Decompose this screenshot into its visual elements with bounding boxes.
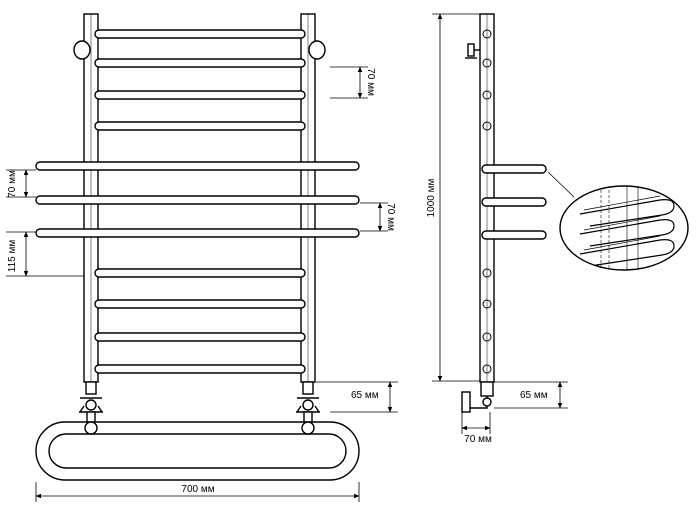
dim-left-spacing: 70 мм [7,170,18,198]
long-shelf-bars [35,161,360,238]
side-connector [461,381,494,413]
wall-bracket-right [308,40,326,60]
dim-total-height: 1000 мм [426,178,437,217]
dim-front-bottom-height: 65 мм [351,390,379,401]
detail-lens [547,171,689,271]
dim-total-width: 700 мм [181,484,214,495]
dimension-labels: 70 мм 70 мм 70 мм 115 мм 65 мм 700 мм 10… [7,68,548,495]
dim-top-spacing: 70 мм [365,68,376,96]
wall-bracket-left [73,40,91,60]
side-view [461,13,547,413]
side-rung-circles [482,29,492,374]
side-wall-bracket [465,43,480,59]
bottom-loop-rail [35,421,360,481]
valve-right [296,381,320,427]
dim-lower-gap: 115 мм [7,240,18,273]
short-rungs [94,29,306,374]
front-view [35,13,360,481]
dim-side-bottom-height: 65 мм [520,390,548,401]
dim-mid-spacing: 70 мм [385,203,396,231]
dimension-lines [6,13,568,502]
detail-leader [547,171,575,198]
valve-left [79,381,103,427]
side-shelf-bars [481,164,547,240]
dim-wall-offset: 70 мм [464,434,492,445]
